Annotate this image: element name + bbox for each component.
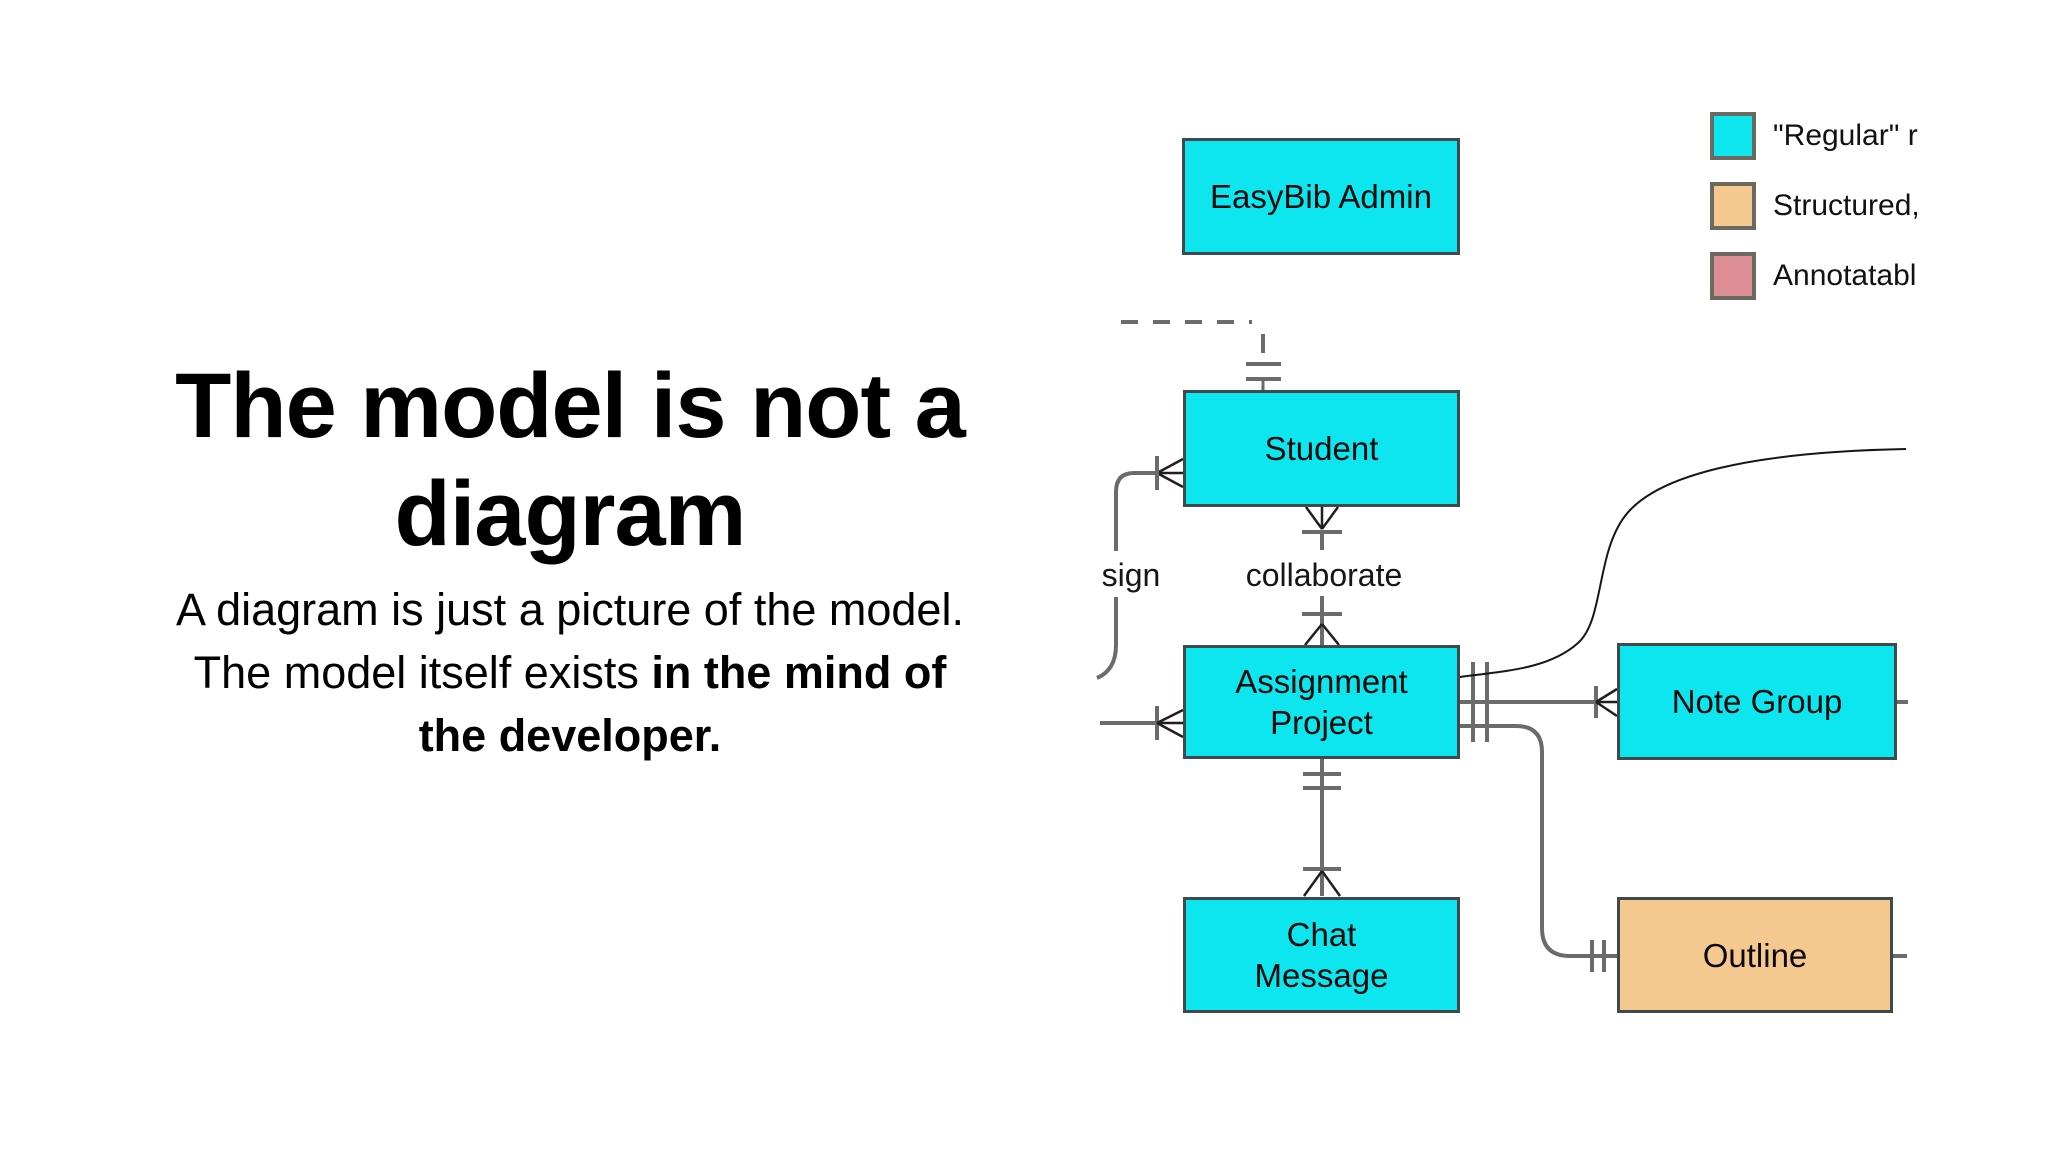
title-line-1: The model is not a: [175, 355, 966, 457]
entity-chat-message-label: Chat Message: [1254, 916, 1389, 994]
legend-row-annotatable: Annotatabl: [1710, 252, 1920, 300]
legend-label-structured: Structured,: [1773, 189, 1920, 222]
connector-assignment-outline: [1460, 724, 1617, 972]
legend-label-annotatable: Annotatabl: [1773, 259, 1917, 292]
entity-note-group-label: Note Group: [1671, 683, 1843, 720]
connector-assignment-chat: [1302, 758, 1342, 897]
subtitle-line-1: A diagram is just a picture of the model…: [176, 584, 964, 635]
subtitle-line-3: the developer.: [418, 710, 722, 761]
entity-outline-label: Outline: [1702, 936, 1808, 974]
entity-student-label: Student: [1264, 430, 1379, 467]
entity-easybib-admin: EasyBib Admin: [1182, 138, 1460, 255]
legend-swatch-structured-icon: [1710, 182, 1756, 230]
subtitle-line-2: The model itself exists in the mind of: [90, 641, 1050, 704]
relationship-label-sign: sign: [1101, 557, 1161, 593]
title-line-2: diagram: [394, 463, 747, 565]
entity-easybib-admin-label: EasyBib Admin: [1210, 178, 1432, 215]
entity-chat-message: Chat Message: [1183, 897, 1460, 1013]
subtitle: A diagram is just a picture of the model…: [90, 578, 1050, 767]
entity-assignment-project-label: Assignment Project: [1235, 663, 1408, 741]
connector-assignment-curve: [1459, 448, 1907, 678]
legend-swatch-annotatable-icon: [1710, 252, 1756, 300]
legend-row-regular: "Regular" r: [1710, 112, 1920, 160]
subtitle-line-2-normal: The model itself exists: [193, 647, 652, 698]
legend: "Regular" r Structured, Annotatabl: [1710, 112, 1920, 322]
legend-row-structured: Structured,: [1710, 182, 1920, 230]
connector-assignment-left: [1100, 706, 1184, 740]
subtitle-line-2-bold: in the mind of: [651, 647, 947, 698]
page-title: The model is not a diagram: [100, 352, 1040, 568]
connector-student-sign: [1096, 456, 1184, 680]
legend-swatch-regular-icon: [1710, 112, 1756, 160]
connector-easybib-student-dashed: [1121, 320, 1281, 392]
entity-outline: Outline: [1617, 897, 1893, 1013]
entity-student: Student: [1183, 390, 1460, 507]
relationship-label-collaborate: collaborate: [1245, 557, 1403, 593]
connector-assignment-notegroup: [1460, 686, 1618, 718]
connector-student-assignment-collaborate: [1302, 506, 1342, 646]
entity-note-group: Note Group: [1617, 643, 1897, 760]
entity-assignment-project: Assignment Project: [1183, 645, 1460, 759]
legend-label-regular: "Regular" r: [1773, 119, 1918, 152]
